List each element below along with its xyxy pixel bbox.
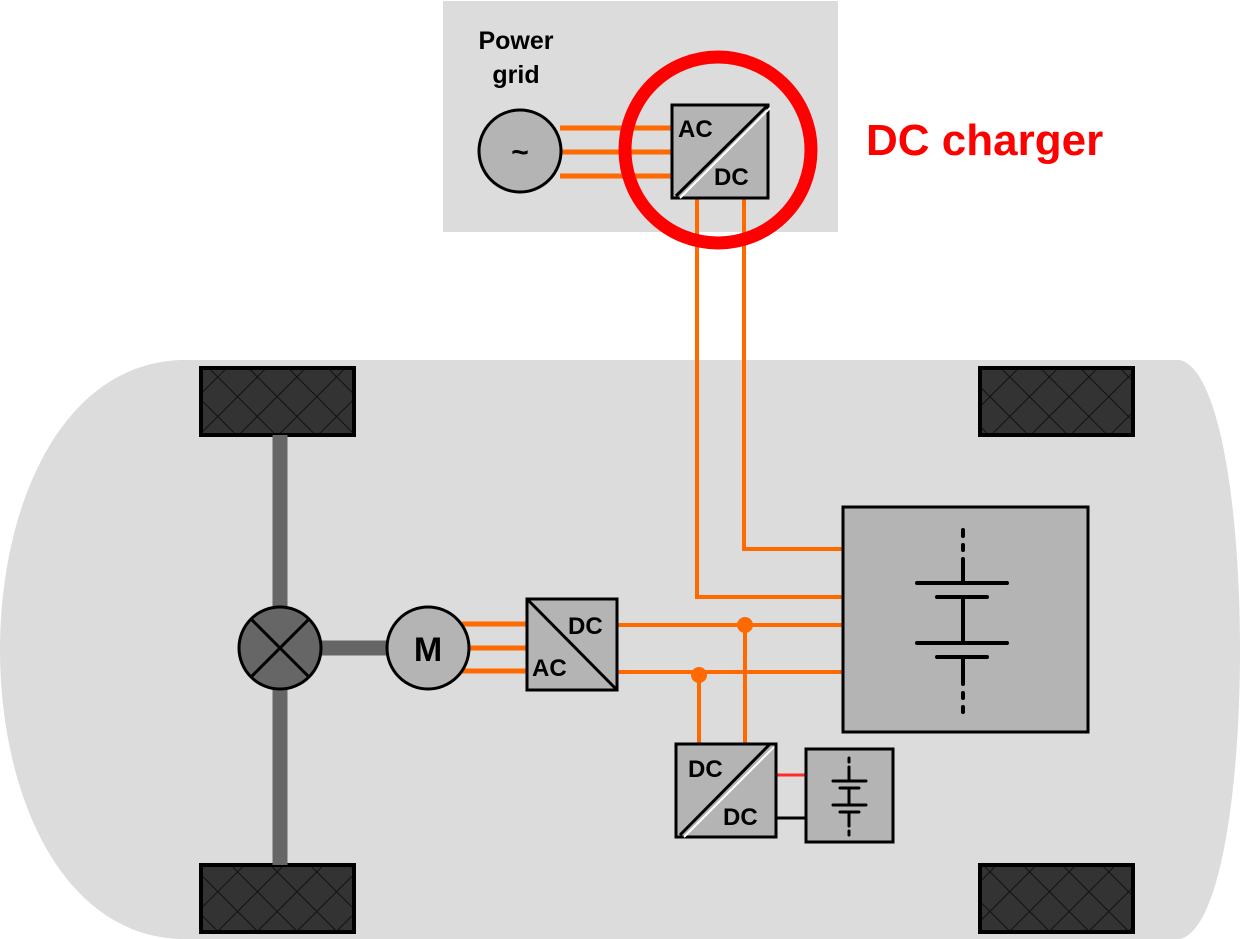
charger-dc-wires	[695, 198, 843, 599]
motor-ac-wires	[462, 621, 527, 674]
differential	[237, 605, 323, 691]
dcdc-input-label: DC	[688, 756, 723, 783]
ac-dc-charger: AC DC	[670, 103, 771, 200]
charger-highlight-circle	[618, 50, 818, 250]
wheel-front-left	[199, 366, 356, 437]
dc-dc-converter: DC DC	[674, 742, 778, 839]
car-body	[0, 360, 1240, 939]
junction-dot	[691, 667, 707, 683]
charger-output-label: DC	[714, 164, 749, 191]
wheel-rear-left	[199, 863, 356, 934]
dc-charger-callout: DC charger	[866, 116, 1103, 165]
motor: M	[385, 605, 471, 691]
ac-source: ~	[477, 108, 563, 194]
charger-input-label: AC	[678, 116, 713, 143]
inverter-dc-label: DC	[568, 613, 603, 640]
power-grid-label-line2: grid	[492, 61, 539, 89]
grid-ac-wires	[560, 125, 672, 179]
traction-battery	[841, 505, 1090, 734]
power-grid-label-line1: Power	[478, 27, 553, 55]
ac-source-symbol: ~	[511, 136, 529, 169]
wheel-front-right	[978, 366, 1135, 437]
dcdc-output-label: DC	[723, 804, 758, 831]
inverter-ac-label: AC	[532, 655, 567, 682]
inverter: DC AC	[525, 597, 619, 692]
junction-dot	[737, 617, 753, 633]
aux-battery	[804, 747, 895, 844]
wheel-rear-right	[978, 863, 1135, 934]
motor-label: M	[414, 631, 442, 669]
dc-bus-wires	[617, 623, 843, 745]
